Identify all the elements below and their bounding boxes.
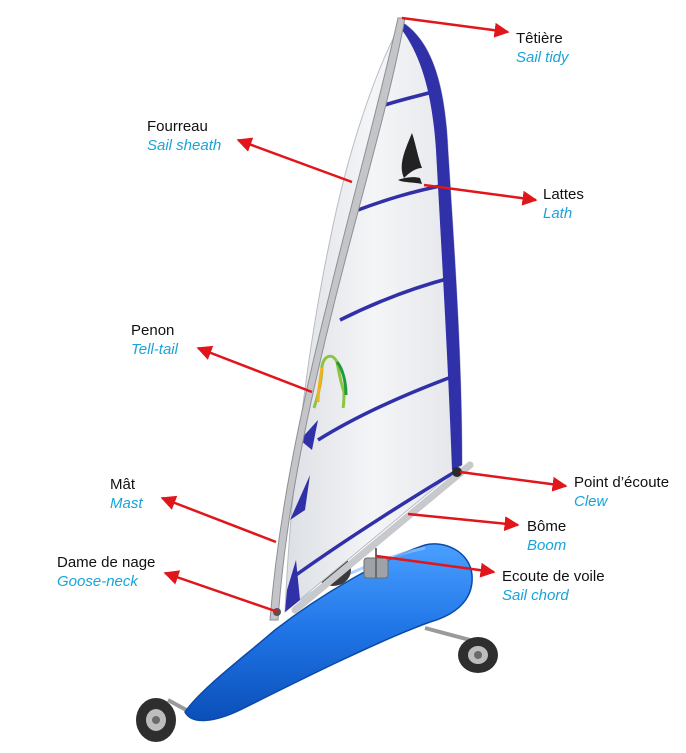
label-ecoute-de-voile: Ecoute de voile Sail chord [502,568,605,606]
arrow-mat [162,498,276,542]
label-penon-en: Tell-tail [131,341,178,360]
label-bome-fr: Bôme [527,518,566,537]
label-dame-de-nage: Dame de nage Goose-neck [57,554,155,592]
label-tetiere-en: Sail tidy [516,49,569,68]
label-ecoute-de-voile-fr: Ecoute de voile [502,568,605,587]
label-penon: Penon Tell-tail [131,322,178,360]
label-bome-en: Boom [527,537,566,556]
front-wheel [136,698,190,742]
label-lattes-en: Lath [543,205,584,224]
label-dame-de-nage-fr: Dame de nage [57,554,155,573]
label-lattes: Lattes Lath [543,186,584,224]
label-mat-fr: Mât [110,476,143,495]
label-fourreau-en: Sail sheath [147,137,221,156]
label-point-ecoute-en: Clew [574,493,669,512]
label-mat: Mât Mast [110,476,143,514]
label-penon-fr: Penon [131,322,178,341]
arrow-penon [198,348,312,392]
arrow-bome [408,514,518,525]
arrow-tetiere [402,18,508,32]
label-lattes-fr: Lattes [543,186,584,205]
label-point-ecoute-fr: Point d’écoute [574,474,669,493]
label-tetiere-fr: Têtière [516,30,569,49]
arrow-point-ecoute [460,472,566,486]
label-fourreau: Fourreau Sail sheath [147,118,221,156]
label-tetiere: Têtière Sail tidy [516,30,569,68]
label-ecoute-de-voile-en: Sail chord [502,587,605,606]
rear-wheel [425,628,498,673]
label-bome: Bôme Boom [527,518,566,556]
arrow-dame-de-nage [165,573,278,612]
label-mat-en: Mast [110,495,143,514]
label-point-ecoute: Point d’écoute Clew [574,474,669,512]
arrow-fourreau [238,140,352,182]
label-fourreau-fr: Fourreau [147,118,221,137]
label-dame-de-nage-en: Goose-neck [57,573,155,592]
